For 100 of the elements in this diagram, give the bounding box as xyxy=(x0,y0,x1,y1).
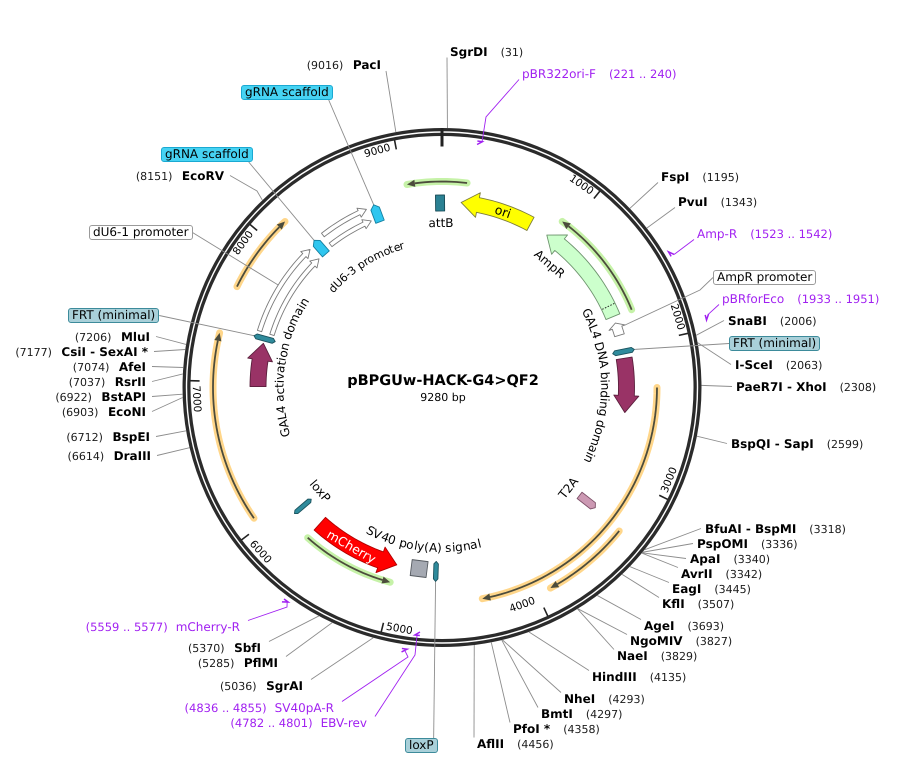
leader-line xyxy=(674,239,694,255)
leader-line xyxy=(501,640,538,708)
scale-label: 9000 xyxy=(363,141,392,160)
enzyme-name: BfuAI - BspMI xyxy=(705,522,796,536)
primer-range: (5559 .. 5577) xyxy=(86,620,168,634)
leader-line xyxy=(629,182,658,209)
enzyme-name: NaeI xyxy=(617,648,648,662)
leader-line xyxy=(474,644,475,738)
leader-line xyxy=(624,277,714,326)
cut-position: (3342) xyxy=(726,568,762,580)
enzyme-name: RsrII xyxy=(114,374,146,388)
leader-line xyxy=(634,343,730,350)
enzyme-name: EagI xyxy=(672,582,702,596)
cut-position: (3445) xyxy=(714,582,751,596)
feature-label-tag: gRNA scaffold xyxy=(161,147,253,162)
feature-label: GAL4 activation domain xyxy=(272,294,312,439)
enzyme-name: EcoRV xyxy=(182,168,224,182)
leader-line xyxy=(152,374,184,382)
leader-line xyxy=(386,70,396,133)
leader-line xyxy=(502,639,562,693)
plasmid-name: pBPGUw-HACK-G4>QF2 xyxy=(347,373,539,390)
enzyme-name: DraIII xyxy=(114,448,151,462)
cut-position: (7037) xyxy=(68,376,106,388)
leader-line xyxy=(310,637,374,680)
leader-line xyxy=(152,366,184,368)
feature-label: GAL4 DNA binding domain xyxy=(578,306,612,466)
primer-name: EBV-rev xyxy=(320,716,367,730)
enzyme-name: KflI xyxy=(662,596,685,610)
scale-label: 7000 xyxy=(190,386,204,413)
leader-line xyxy=(152,394,184,397)
cut-position: (1195) xyxy=(702,170,739,184)
cut-position: (1343) xyxy=(720,196,758,208)
cut-position: (5036) xyxy=(220,680,257,692)
enzyme-name: NgoMIV xyxy=(630,634,683,648)
leader-line xyxy=(374,634,418,717)
leader-line xyxy=(576,608,614,650)
leader-line xyxy=(642,543,694,553)
enzyme-name: PacI xyxy=(352,58,381,72)
enzyme-name: CsiI - SexAI * xyxy=(61,344,148,358)
cut-position: (7074) xyxy=(72,360,110,374)
feature-label-tag: gRNA scaffold xyxy=(241,85,333,100)
enzyme-name: SgrDI xyxy=(450,44,488,58)
enzyme-name: ApaI xyxy=(690,552,720,566)
enzyme-name: AflII xyxy=(477,736,504,750)
feature-label-tag: loxP xyxy=(405,738,438,753)
cut-position: (6903) xyxy=(62,406,98,418)
enzyme-name: NheI xyxy=(564,692,596,706)
primer-range: (1933 .. 1951) xyxy=(797,292,880,306)
leader-line xyxy=(629,566,670,583)
leader-line xyxy=(286,622,333,657)
leader-line xyxy=(490,642,510,723)
leader-line xyxy=(577,608,628,635)
cut-position: (7177) xyxy=(15,346,52,358)
enzyme-name: AvrII xyxy=(681,566,713,580)
scale-label: 2000 xyxy=(668,302,687,332)
enzyme-name: AgeI xyxy=(644,618,674,632)
cut-position: (5285) xyxy=(198,656,234,670)
cut-position: (4135) xyxy=(650,670,686,684)
primer-range: (221 .. 240) xyxy=(608,66,676,80)
leader-line xyxy=(642,552,686,559)
enzyme-name: AfeI xyxy=(118,360,146,374)
feature-label: ori xyxy=(492,202,514,222)
primer-range: (1523 .. 1542) xyxy=(750,226,832,240)
leader-line xyxy=(156,447,190,456)
primer-range: (4782 .. 4801) xyxy=(230,716,313,730)
primer-name: Amp-R xyxy=(697,226,738,240)
primer-name: SV40pA-R xyxy=(274,700,334,714)
cut-position: (7206) xyxy=(74,330,112,344)
leader-line xyxy=(158,315,254,336)
cut-position: (8151) xyxy=(136,170,172,182)
leader-line xyxy=(268,616,320,642)
scale-label: 4000 xyxy=(508,594,537,616)
leader-line xyxy=(622,574,660,598)
enzyme-name: PvuI xyxy=(678,194,708,208)
leader-line xyxy=(152,397,184,412)
primer-name: pBRforEco xyxy=(722,292,784,306)
feature-label-tag: dU6-1 promoter xyxy=(89,225,192,240)
leader-line xyxy=(248,162,315,241)
enzyme-name: MluI xyxy=(120,330,150,344)
cut-position: (3693) xyxy=(687,620,724,632)
leader-line xyxy=(696,320,724,336)
cut-position: (3340) xyxy=(733,552,770,566)
sequence-length: 9280 bp xyxy=(420,390,466,404)
leader-line xyxy=(708,304,720,314)
enzyme-name: BspEI xyxy=(112,430,150,444)
cut-position: (6614) xyxy=(68,450,104,462)
leader-line xyxy=(154,349,186,352)
feature-label-tag: AmpR promoter xyxy=(713,270,816,285)
cut-position: (2063) xyxy=(786,358,822,372)
cut-position: (5370) xyxy=(188,642,225,654)
enzyme-name: I-SceI xyxy=(735,358,773,372)
leader-line xyxy=(596,595,642,620)
leader-line xyxy=(528,632,590,671)
cut-position: (3827) xyxy=(696,634,732,648)
cut-position: (2599) xyxy=(826,438,864,450)
cut-position: (2308) xyxy=(840,380,876,394)
leader-line xyxy=(701,384,732,387)
enzyme-name: FspI xyxy=(661,170,690,184)
primer-name: pBR322ori-F xyxy=(522,66,596,80)
leader-line xyxy=(641,552,678,568)
